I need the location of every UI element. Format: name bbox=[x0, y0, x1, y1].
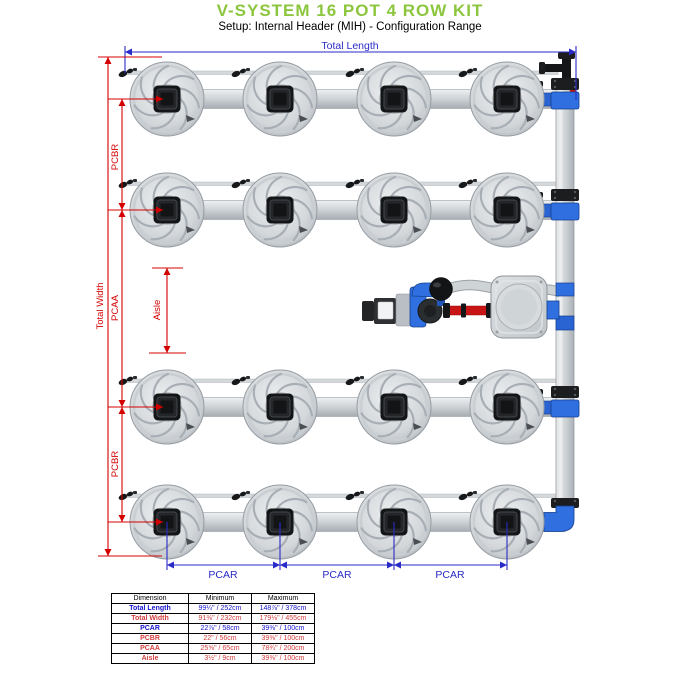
red-pipe bbox=[443, 303, 493, 318]
water-pump bbox=[362, 277, 453, 328]
table-row: Total Width 91⅜" / 232cm 179⅛" / 455cm bbox=[111, 613, 315, 624]
maximum-cell: 39⅜" / 100cm bbox=[251, 653, 315, 664]
pcar-label-1: PCAR bbox=[208, 569, 238, 581]
pcbr-top-label: PCBR bbox=[110, 144, 121, 171]
pcaa-label: PCAA bbox=[110, 294, 121, 321]
maximum-cell: 148⅞" / 378cm bbox=[251, 603, 315, 614]
table-header-cell: Maximum bbox=[251, 593, 315, 604]
table-row: PCBR 22" / 56cm 39⅜" / 100cm bbox=[111, 633, 315, 644]
dimensions-table: Dimension Minimum Maximum Total Length 9… bbox=[111, 593, 315, 664]
pump-assembly bbox=[362, 275, 575, 339]
minimum-cell: 99¼" / 252cm bbox=[188, 603, 252, 614]
table-row: Aisle 3½" / 9cm 39⅜" / 100cm bbox=[111, 653, 315, 664]
maximum-cell: 179⅛" / 455cm bbox=[251, 613, 315, 624]
dimension-lines bbox=[98, 46, 577, 570]
minimum-cell: 22" / 56cm bbox=[188, 633, 252, 644]
minimum-cell: 22⅞" / 58cm bbox=[188, 623, 252, 634]
ball-valve bbox=[429, 277, 453, 301]
page-subtitle: Setup: Internal Header (MIH) - Configura… bbox=[218, 21, 482, 33]
dimension-cell: Total Length bbox=[111, 603, 189, 614]
table-row: PCAR 22⅞" / 58cm 39⅜" / 100cm bbox=[111, 623, 315, 634]
table-header-cell: Minimum bbox=[188, 593, 252, 604]
total-width-label: Total Width bbox=[95, 283, 106, 330]
table-header-cell: Dimension bbox=[111, 593, 189, 604]
minimum-cell: 91⅜" / 232cm bbox=[188, 613, 252, 624]
pcar-label-3: PCAR bbox=[435, 569, 465, 581]
maximum-cell: 39⅜" / 100cm bbox=[251, 623, 315, 634]
page-title: V-SYSTEM 16 POT 4 ROW KIT bbox=[216, 1, 484, 20]
aisle-label: Aisle bbox=[152, 300, 163, 321]
page-header: V-SYSTEM 16 POT 4 ROW KIT Setup: Interna… bbox=[0, 2, 700, 34]
total-length-label: Total Length bbox=[321, 40, 378, 52]
table-row: Total Length 99¼" / 252cm 148⅞" / 378cm bbox=[111, 603, 315, 614]
minimum-cell: 25⅝" / 65cm bbox=[188, 643, 252, 654]
table-row: PCAA 25⅝" / 65cm 78¾" / 200cm bbox=[111, 643, 315, 654]
header-pipe bbox=[534, 52, 580, 532]
maximum-cell: 39⅜" / 100cm bbox=[251, 633, 315, 644]
header-bottom-elbow bbox=[543, 498, 579, 532]
minimum-cell: 3½" / 9cm bbox=[188, 653, 252, 664]
dimension-cell: Total Width bbox=[111, 613, 189, 624]
pcbr-bottom-label: PCBR bbox=[110, 451, 121, 478]
dimension-cell: PCBR bbox=[111, 633, 189, 644]
dimension-cell: Aisle bbox=[111, 653, 189, 664]
maximum-cell: 78¾" / 200cm bbox=[251, 643, 315, 654]
table-header-row: Dimension Minimum Maximum bbox=[111, 593, 315, 604]
dimension-cell: PCAR bbox=[111, 623, 189, 634]
reservoir-tank bbox=[490, 275, 560, 339]
pcar-label-2: PCAR bbox=[322, 569, 352, 581]
dimension-cell: PCAA bbox=[111, 643, 189, 654]
